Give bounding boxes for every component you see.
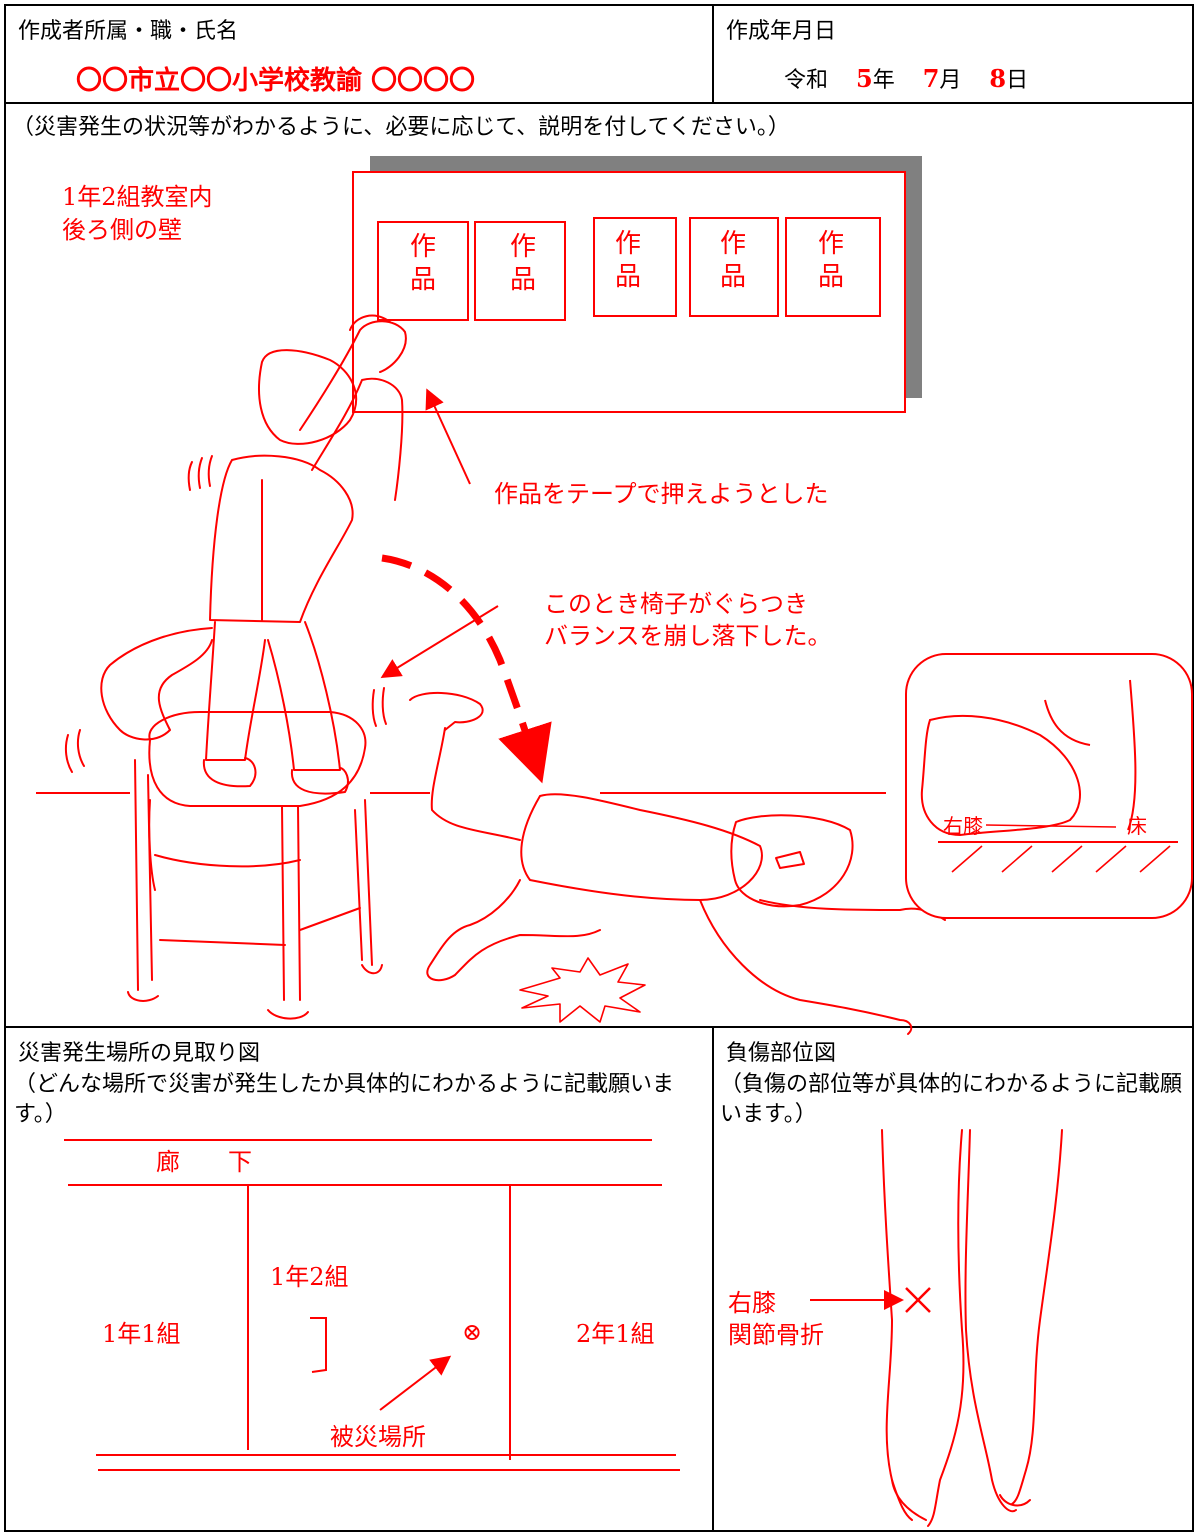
artwork-4-label-bottom: 品: [720, 262, 746, 292]
caption-fall-line1: このとき椅子がぐらつき: [544, 590, 808, 618]
child-arm-left: [299, 320, 407, 431]
arrow-to-chair: [380, 605, 499, 679]
site-map-room-right: 2年1組: [576, 1320, 655, 1348]
impact-starburst: [519, 957, 646, 1023]
fallen-child-figure: [409, 691, 946, 1035]
site-map-title: 災害発生場所の見取り図: [18, 1041, 261, 1066]
border-top: [4, 4, 1194, 6]
location-label-line1: 1年2組教室内: [62, 183, 213, 211]
arrow-to-board: [425, 388, 471, 485]
leg-left-inner: [964, 1129, 1017, 1513]
artwork-3-label-bottom: 品: [615, 262, 641, 292]
injury-x-mark: [905, 1287, 931, 1313]
accident-report-form: 作成者所属・職・氏名 〇〇市立〇〇小学校教諭 〇〇〇〇 作成年月日 令和 5年 …: [4, 4, 1194, 1532]
artwork-2-label-bottom: 品: [510, 265, 536, 295]
artwork-1: 作 品: [377, 221, 469, 321]
child-on-chair-figure: [64, 314, 407, 795]
artwork-4-label-top: 作: [720, 229, 746, 259]
leg-right-outer: [881, 1129, 913, 1521]
fallen-child-leg-up: [430, 727, 521, 841]
caption-fall-line2: バランスを崩し落下した。: [544, 622, 832, 650]
divider-bottom-vertical: [712, 1026, 714, 1532]
situation-instruction: （災害発生の状況等がわかるように、必要に応じて、説明を付してください。）: [12, 115, 790, 140]
author-label: 作成者所属・職・氏名: [18, 19, 239, 44]
chair-rail-1: [154, 854, 301, 868]
artwork-5: 作 品: [785, 217, 881, 317]
artwork-1-label-bottom: 品: [410, 265, 436, 295]
child-leg-right: [267, 621, 341, 771]
artwork-3-label-top: 作: [615, 229, 641, 259]
site-map-incident-label: 被災場所: [330, 1423, 426, 1451]
injury-label-line1: 右膝: [728, 1289, 776, 1317]
fallen-child-body: [520, 793, 763, 901]
divider-bottom-section: [4, 1026, 1194, 1028]
artwork-3: 作 品: [593, 217, 677, 317]
fallen-child-arm-2: [699, 899, 913, 1035]
chair-rail-3: [299, 907, 361, 931]
inset-knee-label: 右膝: [943, 814, 983, 838]
chair-rail-2: [159, 939, 286, 946]
site-map-arrow: [379, 1355, 452, 1411]
date-month-unit: 月: [939, 68, 962, 93]
knee-inset: 右膝 床: [905, 653, 1193, 919]
divider-header: [4, 102, 1194, 104]
fall-trajectory-arrow: [381, 554, 552, 784]
artwork-2: 作 品: [474, 221, 566, 321]
fallen-child-head: [730, 814, 854, 908]
site-map: [64, 1139, 680, 1471]
fallen-child-foot-up: [409, 691, 484, 731]
date-value: 令和 5年 7月 8日: [784, 62, 1028, 94]
artwork-1-label-top: 作: [410, 232, 436, 262]
site-map-desk: [310, 1317, 327, 1373]
date-year: 5: [856, 64, 873, 93]
date-label: 作成年月日: [726, 19, 837, 44]
date-day-unit: 日: [1006, 68, 1029, 93]
child-arm-right: [311, 377, 404, 501]
site-map-incident-marker: ⊗: [462, 1318, 482, 1346]
injury-map-title: 負傷部位図: [726, 1041, 837, 1066]
site-map-corridor: 廊 下: [156, 1148, 252, 1176]
chair-leg-1: [134, 759, 139, 991]
fallen-child-leg-down: [426, 879, 601, 982]
child-head: [258, 349, 357, 445]
divider-header-vertical: [712, 4, 714, 104]
date-day: 8: [989, 64, 1007, 93]
artwork-5-label-top: 作: [818, 229, 844, 259]
date-month: 7: [922, 64, 940, 93]
chair-seat: [148, 711, 367, 807]
author-value: 〇〇市立〇〇小学校教諭 〇〇〇〇: [76, 66, 476, 96]
legs-outline: [881, 1129, 1063, 1527]
child-torso: [209, 454, 354, 623]
site-map-room-left: 1年1組: [102, 1320, 181, 1348]
injury-map-instruction: （負傷の部位等が具体的にわかるように記載願います。）: [720, 1072, 1183, 1127]
leg-right-inner: [927, 1129, 965, 1527]
child-foot-right: [290, 767, 349, 795]
date-era: 令和: [784, 68, 829, 93]
site-map-room-center: 1年2組: [270, 1263, 349, 1291]
chair-leg-2: [281, 805, 285, 1001]
artwork-5-label-bottom: 品: [818, 262, 844, 292]
bulletin-board: [352, 156, 922, 413]
date-year-unit: 年: [872, 68, 895, 93]
location-label-line2: 後ろ側の壁: [62, 216, 182, 244]
inset-floor-label: 床: [1127, 814, 1147, 838]
chair: [127, 711, 383, 1020]
backpack-shape: [100, 627, 213, 741]
border-left: [4, 4, 6, 1532]
injury-label-line2: 関節骨折: [728, 1321, 824, 1349]
site-map-instruction: （どんな場所で災害が発生したか具体的にわかるように記載願います。）: [14, 1072, 675, 1127]
leg-left-outer: [1011, 1129, 1063, 1505]
artwork-2-label-top: 作: [510, 232, 536, 262]
border-bottom: [4, 1530, 1194, 1532]
child-leg-left: [205, 621, 266, 761]
caption-tape: 作品をテープで押えようとした: [494, 480, 829, 508]
artwork-4: 作 品: [689, 217, 779, 317]
chair-leg-3: [364, 799, 373, 966]
board-frame: [352, 171, 906, 413]
child-foot-left: [202, 757, 257, 788]
